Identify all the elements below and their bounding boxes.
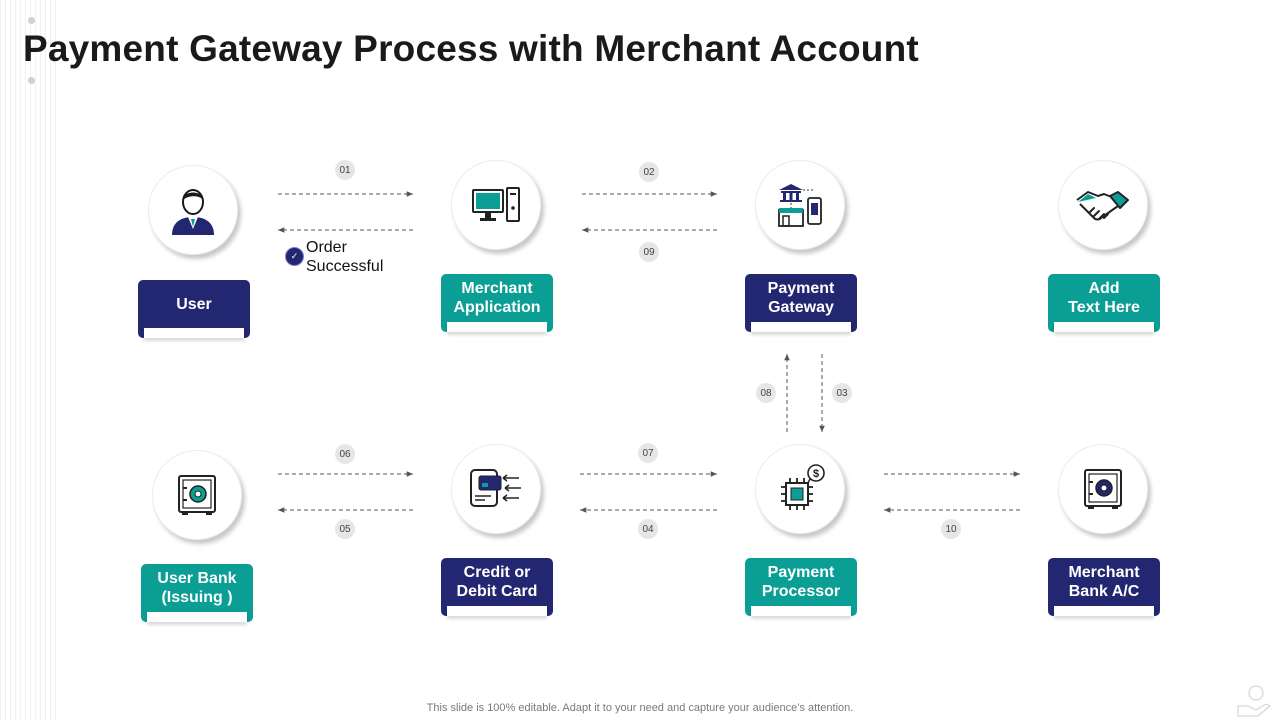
label-text: Credit or Debit Card (456, 564, 538, 600)
label-merchant-bank: Merchant Bank A/C (1048, 558, 1160, 616)
label-user: User (138, 280, 250, 338)
label-text: Add Text Here (1068, 280, 1140, 316)
label-tab (751, 322, 851, 332)
decor-dot (28, 17, 35, 24)
step-badge: 09 (639, 242, 659, 262)
step-badge: 07 (638, 443, 658, 463)
step-badge: 01 (335, 160, 355, 180)
user-bank-circle (152, 450, 242, 540)
label-text: Payment Processor (761, 564, 841, 600)
processor-circle: $ (755, 444, 845, 534)
node-card (451, 444, 545, 538)
label-payment-gateway: Payment Gateway (745, 274, 857, 332)
payment-gateway-circle (755, 160, 845, 250)
label-merchant-application: Merchant Application (441, 274, 553, 332)
label-tab (1054, 322, 1154, 332)
node-user (148, 165, 242, 259)
decorative-stripes (0, 0, 60, 720)
step-badge: 02 (639, 162, 659, 182)
label-text: Payment Gateway (767, 280, 835, 316)
label-tab (447, 322, 547, 332)
safe-icon (1084, 469, 1122, 509)
node-payment-gateway (755, 160, 849, 254)
handshake-icon (1076, 191, 1129, 221)
step-badge: 04 (638, 519, 658, 539)
step-badge: 05 (335, 519, 355, 539)
node-user-bank (152, 450, 246, 544)
slide-title: Payment Gateway Process with Merchant Ac… (23, 28, 919, 69)
computer-icon (472, 187, 520, 222)
label-processor: Payment Processor (745, 558, 857, 616)
step-badge: 08 (756, 383, 776, 403)
slide-footer: This slide is 100% editable. Adapt it to… (426, 702, 854, 714)
label-text: Merchant Application (453, 280, 541, 316)
user-icon (172, 189, 214, 235)
step-badge: 10 (941, 519, 961, 539)
node-merchant-bank (1058, 444, 1152, 538)
label-tab (144, 328, 244, 338)
label-tab (751, 606, 851, 616)
merchant-bank-circle (1058, 444, 1148, 534)
step-badge: 03 (832, 383, 852, 403)
chip-dollar-icon: $ (781, 464, 825, 510)
merchant-application-circle (451, 160, 541, 250)
label-user-bank: User Bank (Issuing ) (141, 564, 253, 622)
payment-gateway-icon (778, 184, 822, 227)
label-tab (447, 606, 547, 616)
node-add-text (1058, 160, 1152, 254)
svg-text:$: $ (813, 468, 819, 480)
check-icon: ✓ (285, 247, 304, 266)
label-tab (147, 612, 247, 622)
label-text: Merchant Bank A/C (1068, 564, 1140, 600)
card-terminal-icon (470, 469, 521, 507)
node-merchant-application (451, 160, 545, 254)
label-text: User (176, 295, 212, 313)
order-status-text: Order Successful (306, 239, 384, 275)
user-circle (148, 165, 238, 255)
decor-dot (28, 77, 35, 84)
label-card: Credit or Debit Card (441, 558, 553, 616)
label-add-text: Add Text Here (1048, 274, 1160, 332)
safe-icon (178, 475, 216, 515)
node-processor: $ (755, 444, 849, 538)
label-text: User Bank (Issuing ) (157, 570, 237, 606)
step-badge: 06 (335, 444, 355, 464)
corner-hand-icon (1237, 685, 1272, 717)
card-circle (451, 444, 541, 534)
add-text-circle (1058, 160, 1148, 250)
label-tab (1054, 606, 1154, 616)
